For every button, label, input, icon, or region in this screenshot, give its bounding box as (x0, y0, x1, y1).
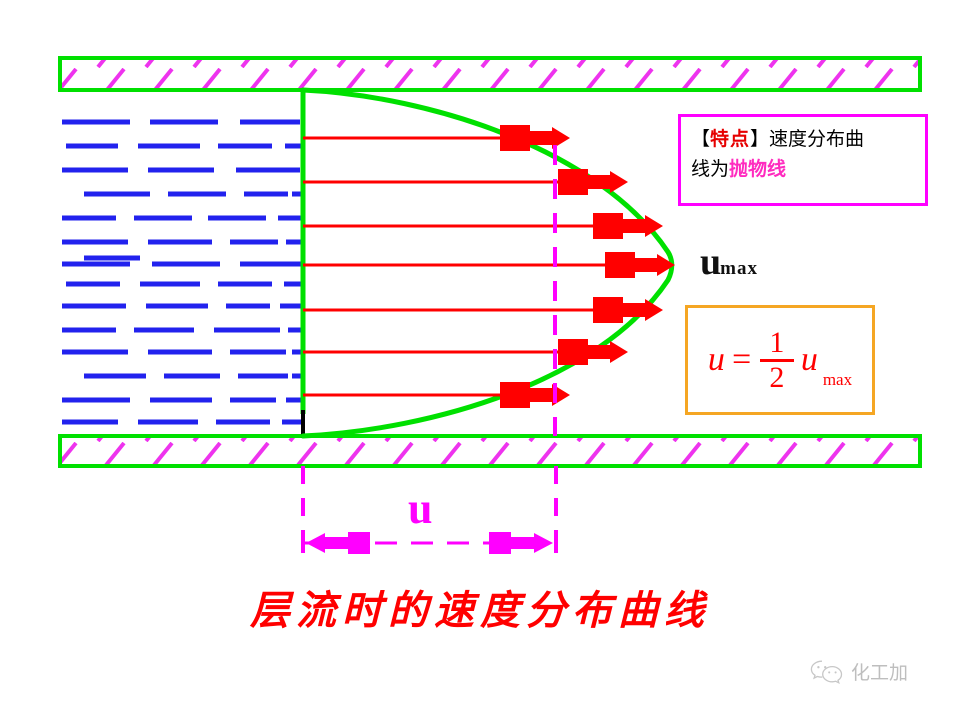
formula-lhs: u (707, 341, 725, 378)
wechat-icon (810, 660, 843, 684)
pipe-top-wall (58, 56, 922, 92)
note-highlight: 抛物线 (729, 158, 787, 180)
formula-rhs-subscript: max (822, 369, 853, 389)
note-text-rest: 速度分布曲 (769, 128, 865, 150)
dimension-label-u: u (408, 484, 433, 533)
velocity-arrow (303, 382, 570, 408)
dimension-line (301, 532, 558, 554)
note-line2-prefix: 线为 (691, 158, 730, 180)
note-bracket-open: 【 (691, 128, 711, 150)
umax-label: umax (700, 243, 758, 281)
watermark-text: 化工加 (851, 662, 909, 684)
note-line-2: 线为抛物线 (691, 154, 919, 184)
formula-box: u = 1 2 u max (685, 305, 875, 415)
fluid-dash-field (62, 119, 301, 425)
formula-numerator: 1 (769, 325, 785, 359)
umax-base: u (700, 241, 721, 283)
pipe-bottom-wall (58, 434, 922, 468)
feature-note-box: 【特点】速度分布曲 线为抛物线 (678, 114, 928, 206)
velocity-arrow-group (303, 125, 675, 408)
velocity-arrow (303, 297, 663, 323)
velocity-arrow (303, 213, 663, 239)
formula-denominator: 2 (769, 360, 785, 394)
note-keyword: 特点 (710, 128, 751, 150)
velocity-arrow (303, 125, 570, 151)
formula-rhs-base: u (800, 341, 818, 378)
velocity-arrow (303, 169, 628, 195)
note-bracket-close: 】 (750, 128, 770, 150)
velocity-arrow (303, 252, 675, 278)
formula: u = 1 2 u max (707, 325, 853, 394)
figure-caption: 层流时的速度分布曲线 (250, 587, 710, 634)
fraction-bar (759, 358, 794, 362)
watermark: 化工加 (810, 658, 908, 685)
umax-subscript: max (720, 258, 758, 279)
formula-equals: = (729, 341, 753, 378)
velocity-arrow (303, 339, 628, 365)
formula-fraction: 1 2 (759, 325, 794, 394)
note-line-1: 【特点】速度分布曲 (691, 124, 919, 154)
